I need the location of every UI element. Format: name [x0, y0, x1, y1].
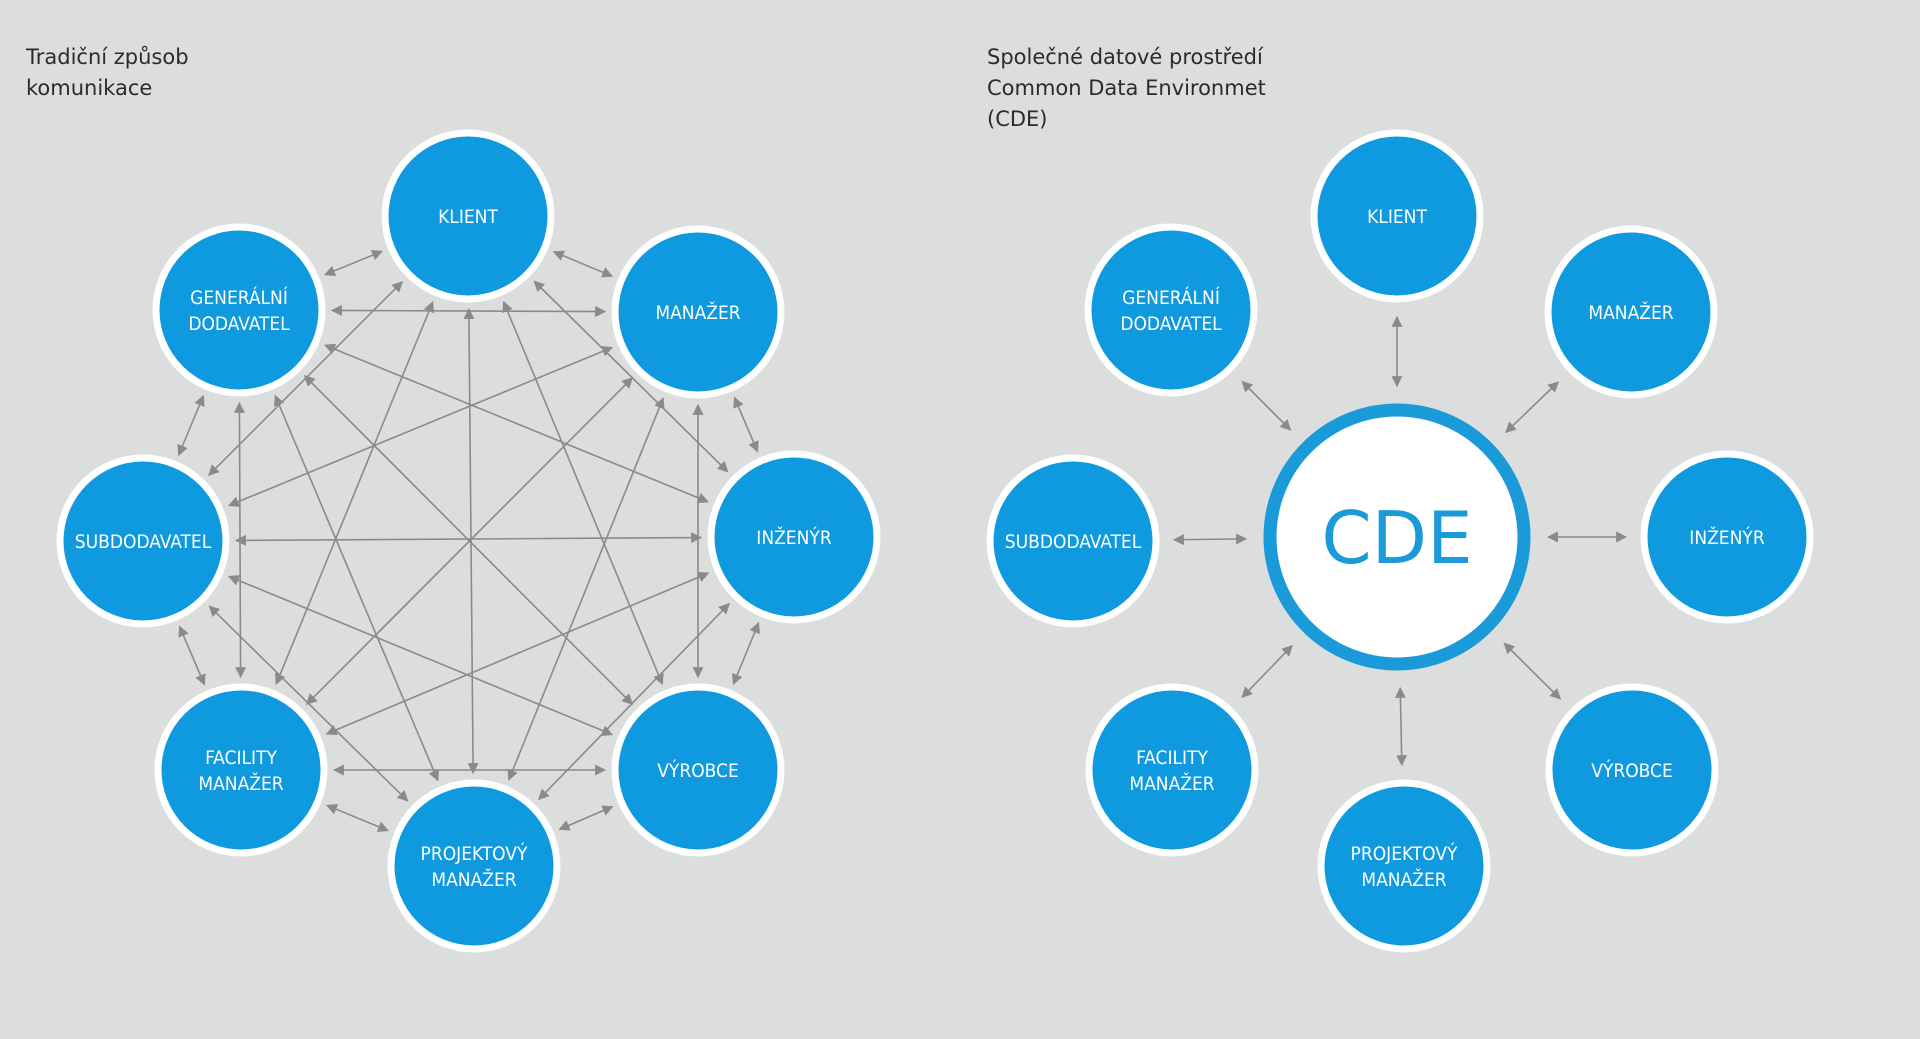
cde-hub-circle	[1263, 403, 1531, 671]
right-node-label: INŽENÝR	[1689, 526, 1765, 549]
cde-hub: CDE	[1263, 403, 1531, 671]
right-node-projektovy-manazer: PROJEKTOVÝ MANAŽER	[1317, 779, 1491, 953]
left-node-label: SUBDODAVATEL	[75, 531, 212, 553]
left-node-circle	[611, 225, 785, 399]
right-node-label: MANAŽER	[1588, 301, 1673, 324]
right-node-klient: KLIENT	[1310, 129, 1484, 303]
right-caption-line-1: Společné datové prostředí	[987, 45, 1263, 69]
right-connector-arrow	[1241, 380, 1292, 431]
left-connector-arrow	[177, 394, 205, 457]
right-node-subdodavatel: SUBDODAVATEL	[986, 454, 1160, 628]
left-node-inzenyr: INŽENÝR	[707, 450, 881, 624]
left-node-circle	[56, 454, 230, 628]
right-nodes: KLIENT MANAŽER INŽENÝR VÝROBCE PROJEKTOVÝ MAN…	[986, 129, 1814, 953]
left-connectors	[177, 249, 760, 832]
right-node-label: MANAŽER	[1129, 772, 1214, 795]
left-diagram-caption: Tradiční způsob komunikace	[26, 42, 189, 104]
right-connectors	[1172, 315, 1628, 767]
right-connector-arrow	[1241, 644, 1293, 699]
right-node-circle	[1085, 683, 1259, 857]
left-node-generalni-dodavatel: GENERÁLNÍ DODAVATEL	[152, 223, 326, 397]
left-node-facility-manazer: FACILITY MANAŽER	[154, 683, 328, 857]
right-connector-arrow	[1505, 381, 1559, 434]
left-node-circle	[387, 779, 561, 953]
right-node-label: KLIENT	[1367, 206, 1427, 228]
left-node-projektovy-manazer: PROJEKTOVÝ MANAŽER	[387, 779, 561, 953]
left-node-label: INŽENÝR	[756, 526, 832, 549]
left-nodes: KLIENT MANAŽER INŽENÝR VÝROBCE PROJEKTOVÝ MAN…	[56, 129, 881, 953]
left-node-vyrobce: VÝROBCE	[611, 683, 785, 857]
right-connector-arrow	[1503, 642, 1562, 700]
left-connector-arrow	[273, 394, 440, 782]
left-connector-arrow	[178, 625, 206, 686]
left-connector-arrow	[733, 396, 759, 453]
left-node-klient: KLIENT	[381, 129, 555, 303]
right-node-facility-manazer: FACILITY MANAŽER	[1085, 683, 1259, 857]
right-node-circle	[1640, 450, 1814, 624]
left-connector-arrow	[552, 250, 614, 278]
left-node-circle	[381, 129, 555, 303]
right-node-circle	[1317, 779, 1491, 953]
left-node-label: MANAŽER	[431, 868, 516, 891]
right-node-circle	[1544, 225, 1718, 399]
right-node-manazer: MANAŽER	[1544, 225, 1718, 399]
left-connector-arrow	[732, 621, 760, 686]
left-node-circle	[154, 683, 328, 857]
left-node-label: GENERÁLNÍ	[190, 286, 288, 309]
right-node-label: DODAVATEL	[1120, 313, 1222, 335]
left-node-label: MANAŽER	[198, 772, 283, 795]
left-node-circle	[611, 683, 785, 857]
cde-hub-label: CDE	[1321, 496, 1472, 580]
left-node-circle	[152, 223, 326, 397]
left-node-label: FACILITY	[205, 747, 277, 769]
right-node-label: GENERÁLNÍ	[1122, 286, 1220, 309]
left-connector-arrow	[325, 804, 390, 832]
right-connector-arrow	[1394, 686, 1408, 767]
left-node-label: VÝROBCE	[657, 759, 739, 782]
right-caption-line-3: (CDE)	[987, 107, 1048, 131]
right-node-generalni-dodavatel: GENERÁLNÍ DODAVATEL	[1084, 223, 1258, 397]
left-caption-line-2: komunikace	[26, 76, 153, 100]
left-node-label: MANAŽER	[655, 301, 740, 324]
right-node-label: MANAŽER	[1361, 868, 1446, 891]
right-diagram-caption: Společné datové prostředí Common Data En…	[987, 42, 1266, 135]
left-connector-arrow	[233, 401, 247, 679]
right-node-inzenyr: INŽENÝR	[1640, 450, 1814, 624]
left-connector-arrow	[330, 304, 607, 318]
right-caption-line-2: Common Data Environmet	[987, 76, 1266, 100]
right-node-circle	[986, 454, 1160, 628]
left-node-label: DODAVATEL	[188, 313, 290, 335]
right-node-vyrobce: VÝROBCE	[1545, 683, 1719, 857]
right-node-circle	[1084, 223, 1258, 397]
left-node-circle	[707, 450, 881, 624]
left-node-subdodavatel: SUBDODAVATEL	[56, 454, 230, 628]
left-caption-line-1: Tradiční způsob	[26, 45, 189, 69]
right-node-label: SUBDODAVATEL	[1005, 531, 1142, 553]
right-node-circle	[1310, 129, 1484, 303]
left-node-manazer: MANAŽER	[611, 225, 785, 399]
right-connector-arrow	[1172, 533, 1248, 546]
right-node-circle	[1545, 683, 1719, 857]
left-node-label: PROJEKTOVÝ	[421, 842, 528, 865]
left-connector-arrow	[558, 805, 614, 831]
left-connector-arrow	[324, 249, 383, 277]
right-node-label: PROJEKTOVÝ	[1351, 842, 1458, 865]
left-node-label: KLIENT	[438, 206, 498, 228]
right-node-label: VÝROBCE	[1591, 759, 1673, 782]
right-node-label: FACILITY	[1136, 747, 1208, 769]
